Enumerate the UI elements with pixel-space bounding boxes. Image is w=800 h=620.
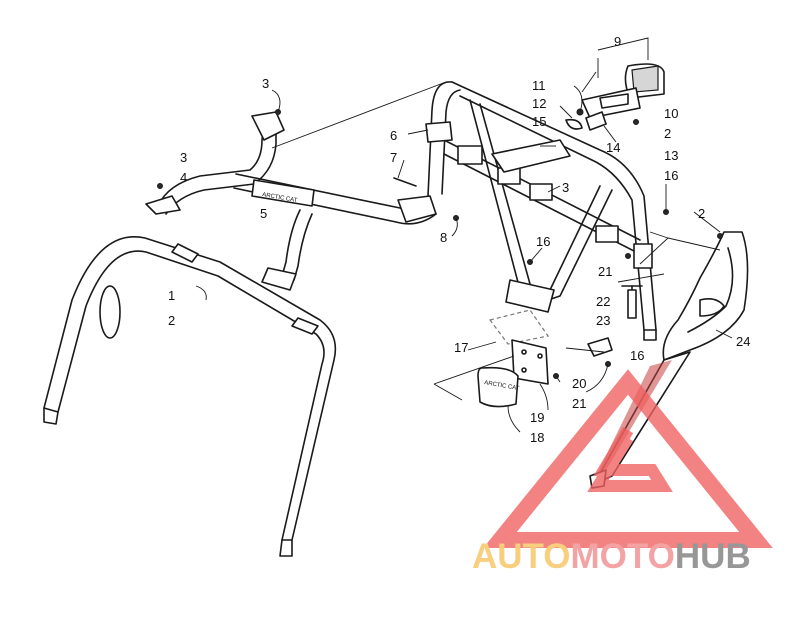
callout-3b: 3 xyxy=(180,150,187,165)
callout-23: 22 xyxy=(596,294,610,309)
callout-21: 21 xyxy=(572,396,586,411)
upper-cross-bar: ARCTIC CAT xyxy=(145,111,437,291)
front-roll-bar xyxy=(43,236,337,557)
watermark-text: AUTOMOTOHUB xyxy=(472,537,751,576)
callout-16b: 16 xyxy=(536,234,550,249)
callout-24: 23 xyxy=(596,313,610,328)
callout-9: 9 xyxy=(614,34,621,49)
callout-1: 1 xyxy=(168,288,175,303)
watermark-moto: MOTO xyxy=(571,537,675,576)
callout-3c: 3 xyxy=(562,180,569,195)
callout-5: 5 xyxy=(260,206,267,221)
callout-16c: 16 xyxy=(630,348,644,363)
callout-25: 24 xyxy=(736,334,750,349)
callout-8: 8 xyxy=(440,230,447,245)
callout-2c: 2 xyxy=(698,206,705,221)
callout-10: 10 xyxy=(664,106,678,121)
callout-6: 6 xyxy=(390,128,397,143)
callout-22: 21 xyxy=(598,264,612,279)
callout-11: 11 xyxy=(532,78,546,93)
callout-7: 7 xyxy=(390,150,397,165)
rear-roll-cage xyxy=(425,81,657,345)
callout-16a: 16 xyxy=(664,168,678,183)
leader-lines xyxy=(195,37,733,433)
license-plate-assembly: ARCTIC CAT xyxy=(477,337,613,408)
light-assembly xyxy=(565,63,665,131)
watermark-auto: AUTO xyxy=(472,537,571,576)
watermark-hub: HUB xyxy=(675,537,751,576)
callout-2a: 2 xyxy=(168,313,175,328)
hardware-fasteners xyxy=(157,109,723,265)
callout-19: 19 xyxy=(530,410,544,425)
callout-3a: 3 xyxy=(262,76,269,91)
callout-4: 4 xyxy=(180,170,187,185)
callout-12: 12 xyxy=(532,96,546,111)
callout-18: 18 xyxy=(530,430,544,445)
callout-2b: 2 xyxy=(664,126,671,141)
callout-14: 14 xyxy=(606,140,620,155)
callout-17: 17 xyxy=(454,340,468,355)
callout-13: 13 xyxy=(664,148,678,163)
watermark-logo: AUTOMOTOHUB xyxy=(472,369,773,576)
callout-15: 15 xyxy=(532,114,546,129)
callout-labels: 3 3 4 5 1 2 6 7 8 9 10 11 12 2 15 14 13 … xyxy=(168,34,750,445)
callout-20: 20 xyxy=(572,376,586,391)
